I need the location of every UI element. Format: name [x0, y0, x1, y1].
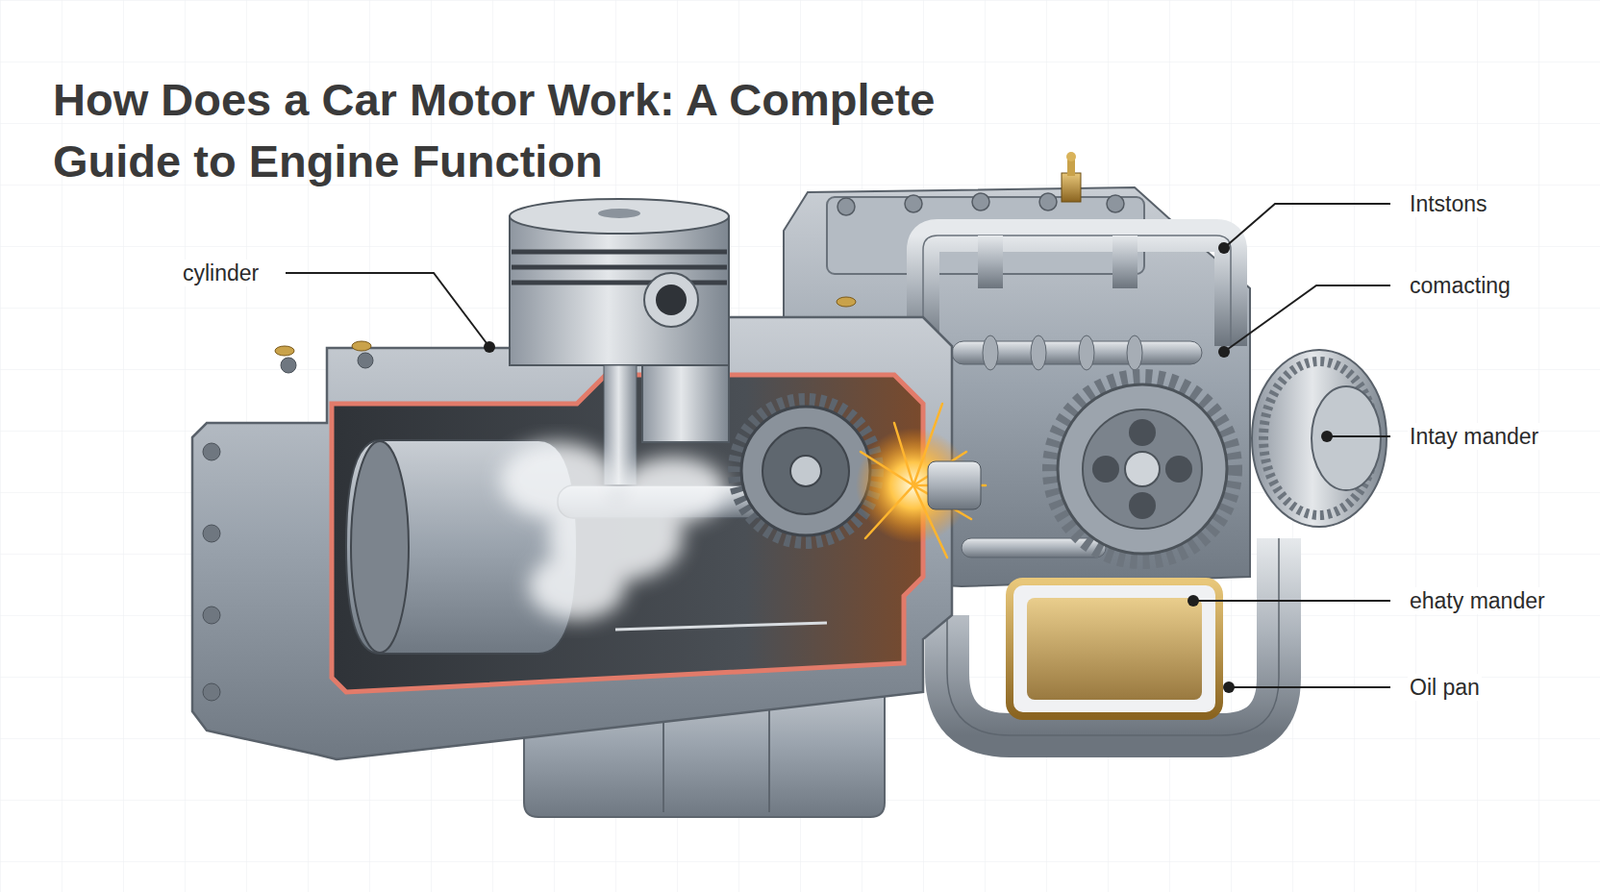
part-label: comacting: [1407, 272, 1513, 300]
part-label: Intstons: [1407, 190, 1490, 218]
part-label: Intay mander: [1407, 423, 1541, 450]
part-label: cylinder: [180, 259, 261, 287]
part-label: Oil pan: [1407, 674, 1482, 701]
page-title: How Does a Car Motor Work: A Complete Gu…: [52, 69, 996, 193]
part-label: ehaty mander: [1407, 587, 1548, 615]
